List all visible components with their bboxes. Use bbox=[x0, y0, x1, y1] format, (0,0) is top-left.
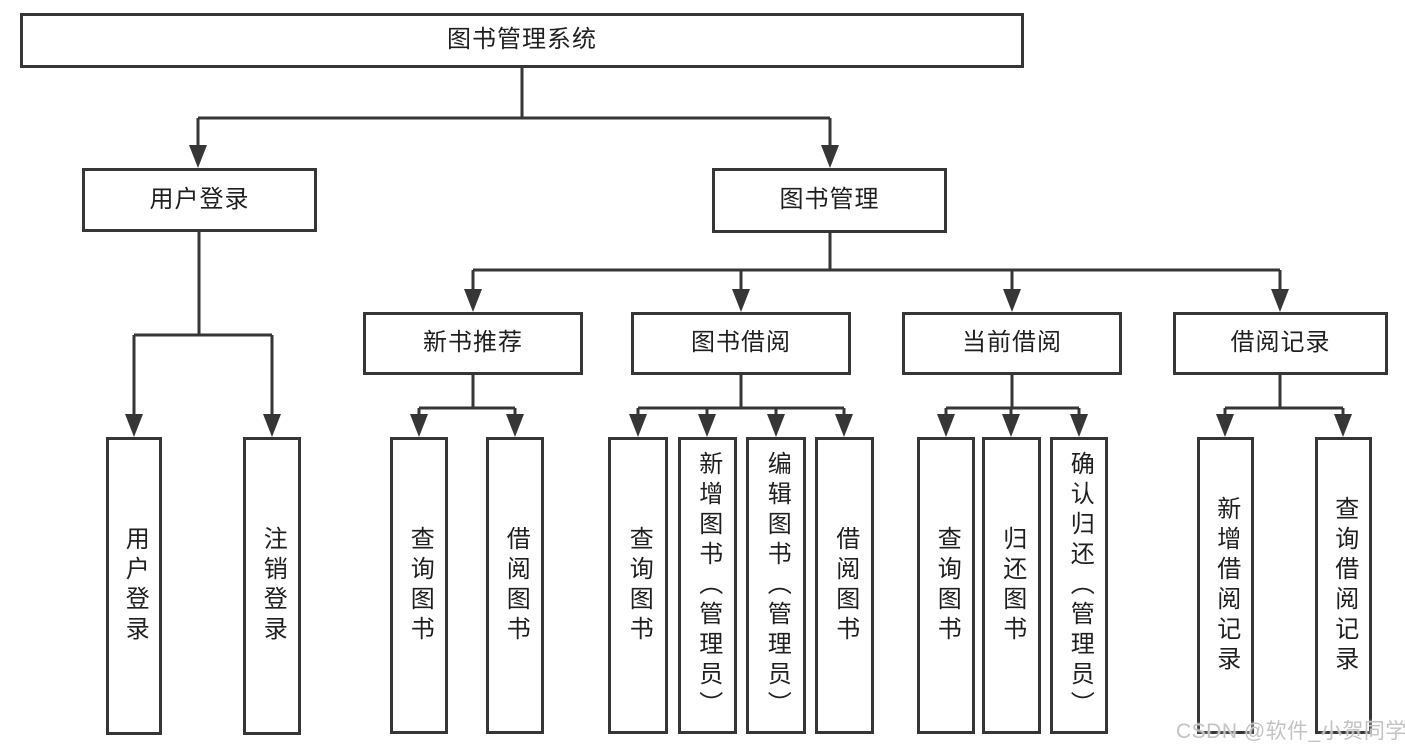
leaf-add-borrow-record: 新增借阅记录 bbox=[1197, 437, 1254, 734]
csdn-watermark: CSDN @软件_小贺同学 bbox=[1176, 720, 1405, 743]
node-borrowing-records: 借阅记录 bbox=[1173, 312, 1388, 375]
leaf-add-book-admin: 新增图书（管理员） bbox=[678, 437, 737, 734]
leaf-logout-login: 注销登录 bbox=[243, 437, 301, 735]
leaf-edit-book-admin: 编辑图书（管理员） bbox=[746, 437, 806, 734]
node-book-borrowing: 图书借阅 bbox=[631, 312, 851, 375]
leaf-query-books-recommend: 查询图书 bbox=[390, 437, 448, 734]
node-library-management-system: 图书管理系统 bbox=[20, 13, 1024, 68]
leaf-user-login: 用户登录 bbox=[106, 437, 162, 735]
node-book-management: 图书管理 bbox=[712, 168, 947, 233]
leaf-borrow-books: 借阅图书 bbox=[815, 437, 874, 734]
leaf-borrow-books-recommend: 借阅图书 bbox=[486, 437, 544, 734]
node-current-borrowing: 当前借阅 bbox=[902, 312, 1122, 375]
leaf-query-books-borrow: 查询图书 bbox=[608, 437, 668, 734]
leaf-confirm-return-admin: 确认归还（管理员） bbox=[1050, 437, 1108, 734]
leaf-query-borrow-record: 查询借阅记录 bbox=[1315, 437, 1372, 734]
node-user-login: 用户登录 bbox=[82, 168, 317, 232]
node-new-book-recommendation: 新书推荐 bbox=[363, 312, 583, 375]
leaf-query-books-current: 查询图书 bbox=[917, 437, 975, 734]
leaf-return-books: 归还图书 bbox=[982, 437, 1041, 734]
